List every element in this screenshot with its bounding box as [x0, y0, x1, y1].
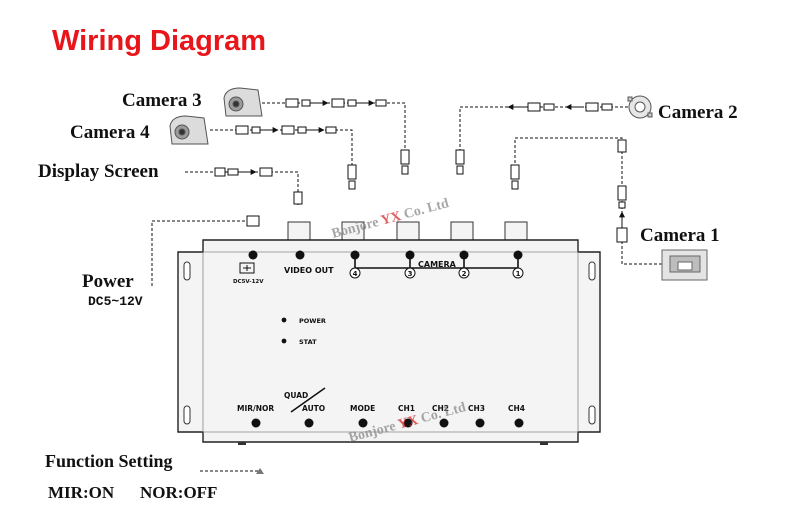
mir-nor-label: MIR/NOR — [237, 404, 274, 413]
ch1-label: CH1 — [398, 404, 415, 413]
display-screen-label: Display Screen — [38, 161, 159, 182]
ch2-label: CH2 — [432, 404, 449, 413]
camera-1-icon — [661, 249, 708, 281]
stat-led-label: STAT — [299, 338, 317, 346]
ch4-button[interactable] — [514, 418, 524, 428]
quad-controller-box — [177, 221, 601, 445]
mir-nor-button[interactable] — [251, 418, 261, 428]
port-number-2: 2 — [462, 270, 467, 278]
power-label: Power — [82, 271, 134, 292]
camera-bus — [354, 259, 519, 269]
camera-3-label: Camera 3 — [122, 90, 202, 111]
power-led — [281, 317, 287, 323]
stat-led — [281, 338, 287, 344]
quad-auto-button[interactable] — [304, 418, 314, 428]
camera-3-jack[interactable] — [405, 250, 415, 260]
diagram-title: Wiring Diagram — [52, 25, 266, 57]
mir-on-label: MIR:ON — [48, 483, 115, 502]
function-setting-label: Function Setting — [45, 451, 173, 471]
connectors — [214, 98, 628, 243]
dc-rating-label: DC5V-12V — [233, 279, 264, 285]
video-out-label: VIDEO OUT — [284, 266, 334, 275]
mount-slot — [588, 261, 596, 281]
port-number-3: 3 — [408, 270, 413, 278]
mount-slot — [588, 405, 596, 425]
quad-auto-divider — [290, 387, 326, 413]
camera-1-jack[interactable] — [513, 250, 523, 260]
power-spec-label: DC5~12V — [88, 294, 143, 309]
ch3-label: CH3 — [468, 404, 485, 413]
ch2-button[interactable] — [439, 418, 449, 428]
top-jacks — [248, 250, 523, 260]
ch3-button[interactable] — [475, 418, 485, 428]
camera-2-icon — [627, 95, 653, 119]
camera-1-label: Camera 1 — [640, 225, 720, 246]
camera-2-jack[interactable] — [459, 250, 469, 260]
port-number-1: 1 — [516, 270, 521, 278]
camera-4-label: Camera 4 — [70, 122, 150, 143]
camera-4-icon — [169, 115, 209, 145]
ch1-button[interactable] — [403, 418, 413, 428]
function-setting-pointer — [256, 468, 264, 474]
camera-3-icon — [223, 87, 263, 117]
watermark-top: Bonjore YX Co. Ltd — [330, 196, 451, 242]
power-plug-icon — [239, 262, 255, 274]
power-led-label: POWER — [299, 317, 326, 325]
auto-label: AUTO — [302, 404, 325, 413]
ch4-label: CH4 — [508, 404, 525, 413]
camera-bus-label: CAMERA — [418, 260, 457, 269]
mode-label: MODE — [350, 404, 375, 413]
quad-label: QUAD — [284, 391, 308, 400]
mount-slot — [183, 261, 191, 281]
port-number-4: 4 — [353, 270, 358, 278]
camera-4-jack[interactable] — [350, 250, 360, 260]
camera-2-label: Camera 2 — [658, 102, 738, 123]
power-jack[interactable] — [248, 250, 258, 260]
mode-button[interactable] — [358, 418, 368, 428]
video-out-jack[interactable] — [295, 250, 305, 260]
nor-off-label: NOR:OFF — [140, 483, 217, 502]
mount-slot — [183, 405, 191, 425]
cable-lines — [151, 102, 662, 472]
